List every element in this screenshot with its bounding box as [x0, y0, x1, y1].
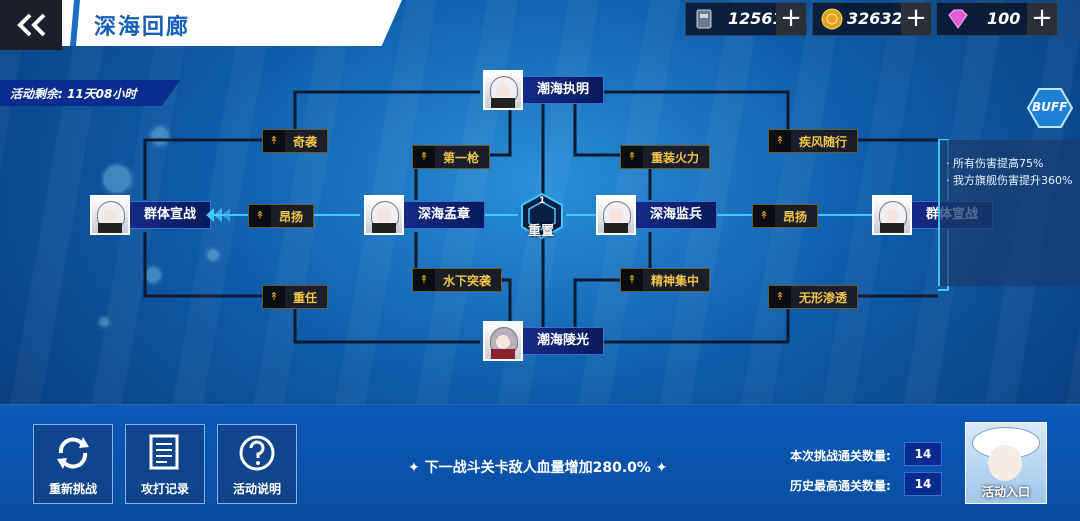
attack-record-label: 攻打记录: [140, 482, 189, 496]
back-button[interactable]: [0, 0, 62, 50]
add-diamond-button[interactable]: +: [1027, 3, 1057, 35]
double-chevron-left-icon: [17, 13, 46, 37]
stage-label: 深海孟章: [404, 201, 486, 229]
arrow-up-icon: ↟: [249, 205, 271, 227]
arrow-up-icon: ↟: [413, 146, 435, 168]
stage-node-center-right[interactable]: 深海监兵: [596, 195, 718, 235]
arrow-up-icon: ↟: [769, 130, 791, 152]
bubble: [100, 318, 108, 326]
record-icon: [149, 434, 179, 470]
commander-avatar: [90, 195, 130, 235]
bubble: [104, 166, 130, 192]
add-fuel-button[interactable]: +: [776, 3, 806, 35]
fuel-can-icon: [696, 9, 712, 29]
buff-tag[interactable]: ↟ 精神集中: [620, 268, 711, 292]
reset-number: 1: [539, 196, 546, 206]
stage-label: 深海监兵: [636, 201, 718, 229]
tag-label: 疾风随行: [799, 134, 848, 149]
best-clear-count-label: 历史最高通关数量:: [790, 479, 891, 493]
current-clear-count-label: 本次挑战通关数量:: [790, 449, 891, 463]
buff-line: · 我方旗舰伤害提升360%: [946, 174, 1073, 187]
hexagon-reset-icon: [521, 192, 563, 240]
commander-avatar: [872, 195, 912, 235]
arrow-up-icon: ↟: [621, 269, 643, 291]
arrow-up-icon: ↟: [769, 286, 791, 308]
next-battle-hint: ✦ 下一战斗关卡敌人血量增加280.0% ✦: [408, 460, 668, 476]
buff-tag[interactable]: ↟ 重任: [262, 285, 329, 309]
buff-tag[interactable]: ↟ 奇袭: [262, 129, 329, 153]
resource-fuel: 12561 +: [685, 2, 807, 36]
reset-label: 重置: [528, 224, 555, 239]
fuel-value: 12561: [728, 9, 784, 28]
event-timer-text: 活动剩余: 11天08小时: [10, 87, 137, 101]
stage-label: 潮海执明: [523, 76, 605, 104]
commander-avatar: [483, 70, 523, 110]
question-icon: [239, 435, 275, 471]
page-title: 深海回廊: [94, 15, 191, 40]
commander-avatar: [364, 195, 404, 235]
event-info-button[interactable]: 活动说明: [217, 424, 297, 504]
stage-node-center-left[interactable]: 深海孟章: [364, 195, 486, 235]
tag-label: 重装火力: [651, 150, 700, 165]
stage-label: 群体宣战: [130, 201, 212, 229]
character-portrait: [988, 445, 1022, 481]
buff-tag[interactable]: ↟ 重装火力: [620, 145, 711, 169]
tag-label: 重任: [293, 290, 318, 305]
buff-tag[interactable]: ↟ 第一枪: [412, 145, 491, 169]
pink-diamond-icon: [948, 9, 968, 29]
gold-value: 326321: [847, 9, 914, 28]
stage-node-bottom[interactable]: 潮海陵光: [483, 321, 605, 361]
bubble: [146, 268, 160, 282]
add-gold-button[interactable]: +: [901, 3, 931, 35]
commander-avatar: [596, 195, 636, 235]
tag-label: 精神集中: [651, 273, 700, 288]
current-clear-count-value: 14: [904, 442, 942, 466]
buff-tag[interactable]: ↟ 昂扬: [752, 204, 819, 228]
buff-info-panel: · 所有伤害提高75% · 我方旗舰伤害提升360%: [938, 140, 1080, 286]
stage-node-left-cluster[interactable]: 群体宣战: [90, 195, 212, 235]
reset-hub-button[interactable]: 1 重置: [518, 192, 566, 240]
retry-challenge-label: 重新挑战: [48, 482, 97, 496]
diamond-value: 100: [987, 9, 1021, 28]
event-entry-label: 活动入口: [981, 485, 1030, 499]
tag-label: 第一枪: [443, 150, 480, 165]
arrow-up-icon: ↟: [753, 205, 775, 227]
arrow-up-icon: ↟: [263, 286, 285, 308]
buff-button-label: BUFF: [1032, 100, 1068, 114]
arrow-up-icon: ↟: [263, 130, 285, 152]
retry-challenge-button[interactable]: 重新挑战: [33, 424, 113, 504]
buff-line: · 所有伤害提高75%: [946, 157, 1044, 170]
tag-label: 昂扬: [783, 209, 808, 224]
event-info-label: 活动说明: [232, 482, 281, 496]
tag-label: 昂扬: [279, 209, 304, 224]
arrow-up-icon: ↟: [621, 146, 643, 168]
event-entry-button[interactable]: 活动入口: [965, 422, 1047, 504]
tag-label: 水下突袭: [443, 273, 492, 288]
buff-tag[interactable]: ↟ 昂扬: [248, 204, 315, 228]
buff-tag[interactable]: ↟ 水下突袭: [412, 268, 503, 292]
title-plate: [62, 0, 402, 46]
buff-tag[interactable]: ↟ 疾风随行: [768, 129, 859, 153]
resource-gold: 326321 +: [812, 2, 932, 36]
arrow-up-icon: ↟: [413, 269, 435, 291]
gold-coin-icon: [821, 8, 843, 30]
triple-chevron-left-icon: [206, 208, 230, 222]
bubble: [208, 250, 218, 260]
event-timer: 活动剩余: 11天08小时: [0, 80, 180, 106]
stage-node-top[interactable]: 潮海执明: [483, 70, 605, 110]
resource-diamond: 100 +: [936, 2, 1058, 36]
buff-button[interactable]: BUFF: [1026, 88, 1074, 128]
buff-tag[interactable]: ↟ 无形渗透: [768, 285, 859, 309]
attack-record-button[interactable]: 攻打记录: [125, 424, 205, 504]
hexagon-badge-icon: [1026, 88, 1074, 128]
best-clear-count-value: 14: [904, 472, 942, 496]
tag-label: 无形渗透: [799, 290, 848, 305]
refresh-icon: [57, 437, 89, 469]
commander-avatar: [483, 321, 523, 361]
tag-label: 奇袭: [293, 134, 318, 149]
stage-label: 潮海陵光: [523, 327, 605, 355]
map-connection-lines: [143, 90, 949, 344]
